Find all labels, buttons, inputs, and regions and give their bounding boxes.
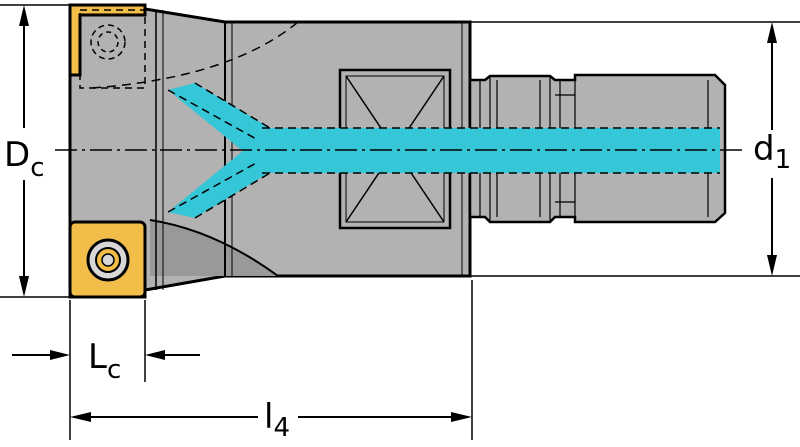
upper-flute-dashed [91,21,299,89]
dim-l4-sub: 4 [273,413,290,443]
dim-d1-sub: 1 [775,145,792,175]
insert-bottom [68,220,147,299]
flute-shading [150,220,278,276]
svg-text:Lc: Lc [88,337,121,385]
dim-l4-main: l [264,397,273,437]
insert-screw-hidden [90,24,126,60]
dimension-l4 [70,398,472,440]
dimension-lc [12,350,200,360]
insert-top [68,3,147,89]
dimension-dc [2,5,50,297]
dim-dc-sub: c [30,153,44,183]
svg-text:d1: d1 [753,129,791,175]
flute-curve [149,219,279,277]
dim-d1-main: d [753,129,775,169]
svg-text:Dc: Dc [4,135,44,183]
dim-dc-main: D [4,135,30,175]
svg-text:l4: l4 [264,397,290,443]
extension-lines [0,4,800,440]
dim-lc-main: L [88,337,107,377]
dim-lc-sub: c [107,355,121,385]
dimension-d1 [750,22,800,276]
